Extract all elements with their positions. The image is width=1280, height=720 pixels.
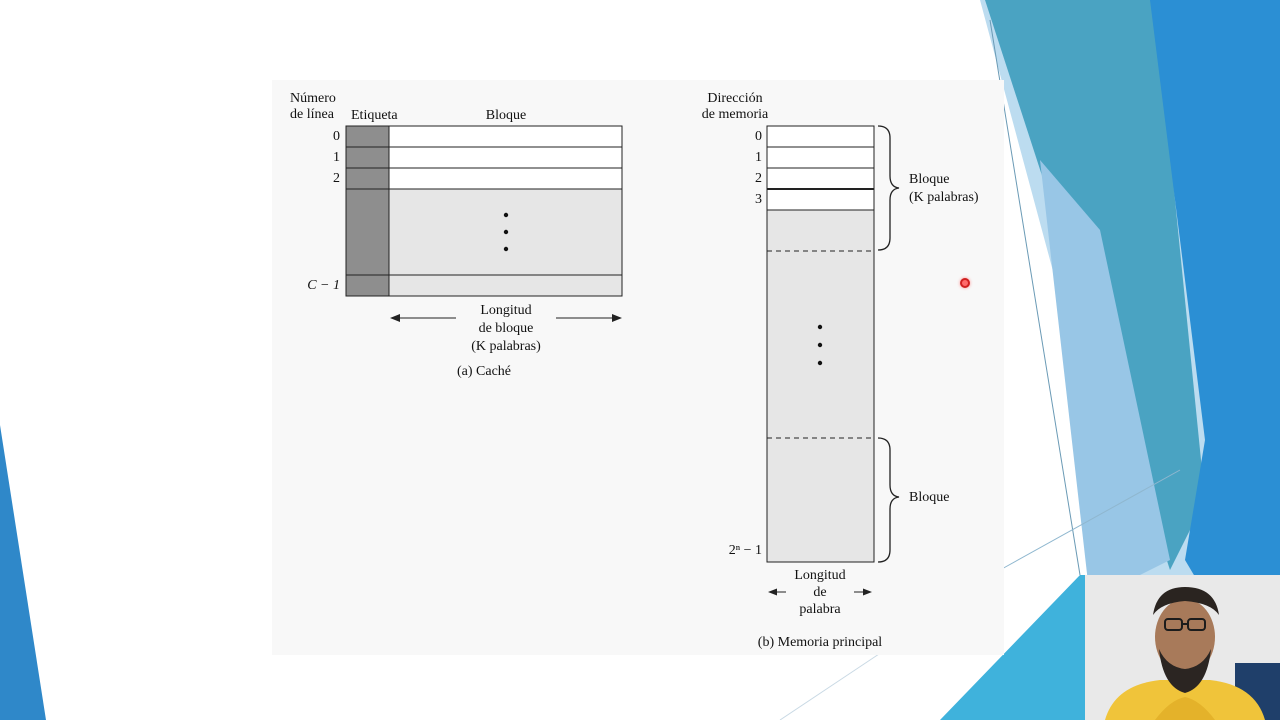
diagram-shapes (345, 125, 900, 596)
block-brace-bottom (877, 437, 900, 563)
cache-width-label: Longitud de bloque (K palabras) (471, 303, 541, 354)
memory-word-3 (766, 188, 875, 211)
cache-line-label-1: 1 (333, 150, 340, 165)
cache-line-label-0: 0 (333, 129, 340, 144)
address-label-last: 2ⁿ − 1 (728, 543, 762, 558)
deco-line (989, 19, 1081, 576)
right-accent-blue (1150, 0, 1280, 720)
tag-header: Etiqueta (351, 108, 398, 123)
address-header: Dirección de memoria (701, 91, 769, 122)
address-label-2: 2 (755, 171, 762, 186)
memory-caption: (b) Memoria principal (757, 635, 883, 650)
ellipsis-dot (503, 246, 509, 252)
block-header: Bloque (485, 108, 527, 123)
memory-word-2 (766, 167, 875, 190)
left-accent-stripe (0, 425, 46, 720)
arrowhead-right-icon (612, 314, 622, 322)
ellipsis-dot (817, 360, 823, 366)
cache-line-last (388, 274, 623, 297)
block-brace-label: Bloque (K palabras) (909, 172, 979, 205)
cache-line-label-last: C − 1 (307, 278, 340, 293)
block-brace-label-2: Bloque (909, 490, 950, 505)
figure-panel: Número de línea Etiqueta Bloque 0 1 2 C … (272, 80, 1004, 655)
ellipsis-dot (817, 342, 823, 348)
ellipsis-dot (503, 212, 509, 218)
right-accent-mid (1040, 160, 1170, 600)
cache-tag-column (345, 125, 390, 297)
webcam-presenter (1085, 575, 1280, 720)
presenter-picture (1085, 575, 1280, 720)
cache-caption: (a) Caché (456, 364, 512, 379)
cache-line-label-2: 2 (333, 171, 340, 186)
block-brace-top (877, 125, 900, 251)
arrowhead-left-icon (768, 588, 777, 596)
deco-line (999, 469, 1181, 571)
ellipsis-dot (503, 229, 509, 235)
memory-word-0 (766, 125, 875, 148)
ellipsis-dot (817, 324, 823, 330)
address-label-0: 0 (755, 129, 762, 144)
arrowhead-right-icon (863, 588, 872, 596)
cache-line-2 (388, 167, 623, 190)
address-label-3: 3 (755, 192, 762, 207)
line-number-header: Número de línea (290, 91, 336, 122)
arrowhead-left-icon (390, 314, 400, 322)
word-width-label: Longitud de palabra (794, 568, 846, 617)
laser-pointer-icon (960, 278, 970, 288)
cache-line-1 (388, 146, 623, 169)
address-label-1: 1 (755, 150, 762, 165)
memory-word-1 (766, 146, 875, 169)
cache-line-0 (388, 125, 623, 148)
